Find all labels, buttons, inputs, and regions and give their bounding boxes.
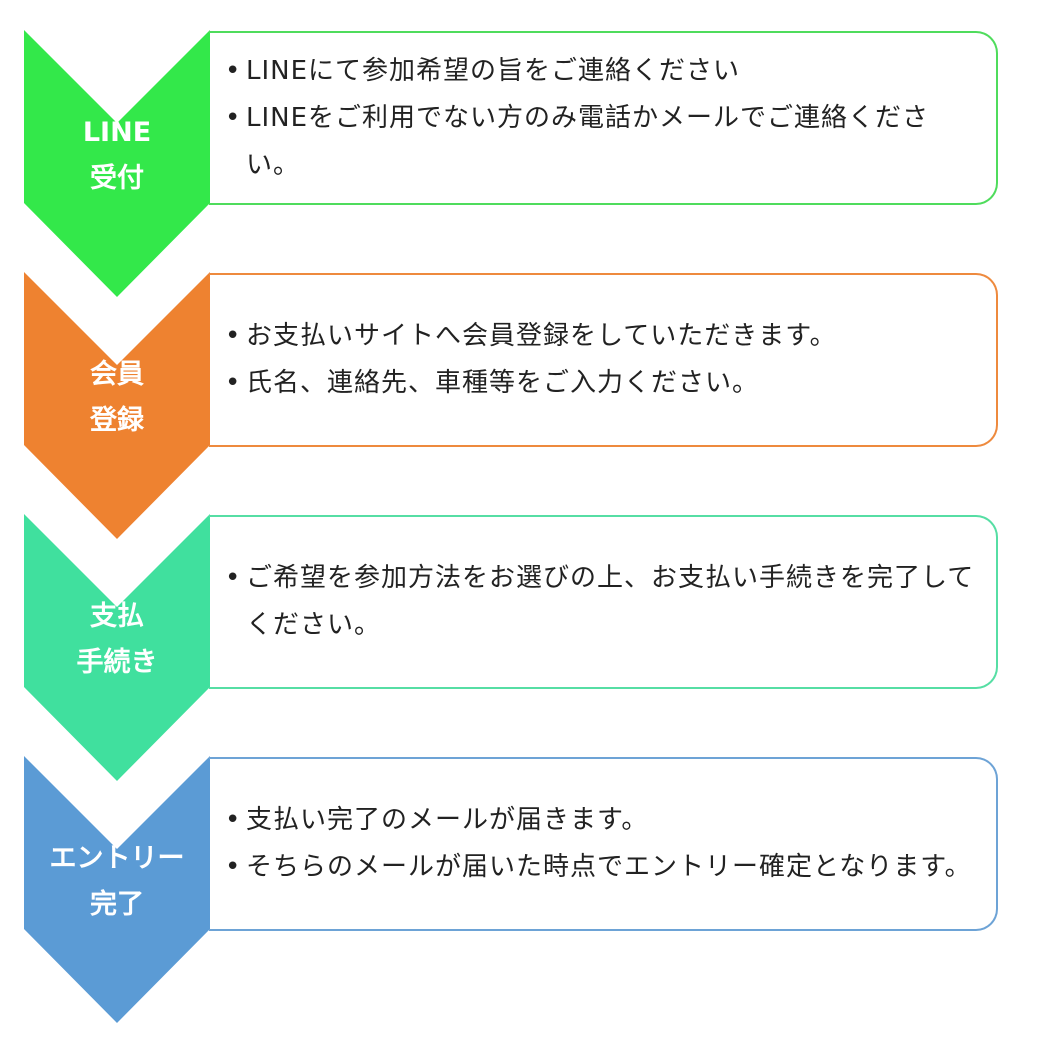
step-label: 会員登録 [24,342,210,454]
bullet-item: お支払いサイトへ会員登録をしていただきます。 [209,313,996,360]
chevron-arrow [24,30,210,297]
step-label-line: エントリー [49,843,185,874]
step-description-box: LINEにて参加希望の旨をご連絡くださいLINEをご利用でない方のみ電話かメール… [209,31,998,205]
step-label-line: LINE [82,117,152,148]
step-label-line: 会員 [90,359,144,390]
step-label: LINE 受付 [24,100,210,212]
bullet-item: LINEにて参加希望の旨をご連絡ください [209,48,996,95]
step-label-line: 手続き [76,647,158,678]
chevron-arrow [24,272,210,539]
step-label: 支払手続き [24,584,210,696]
step-label-line: 支払 [90,601,144,632]
bullet-item: ご希望を参加方法をお選びの上、お支払い手続きを完了してください。 [209,555,996,649]
bullet-item: 支払い完了のメールが届きます。 [209,797,996,844]
step-label-line: 受付 [90,163,144,194]
bullet-item: LINEをご利用でない方のみ電話かメールでご連絡ください。 [209,95,996,189]
step-label-line: 登録 [90,405,144,436]
step-description-box: 支払い完了のメールが届きます。そちらのメールが届いた時点でエントリー確定となりま… [209,757,998,931]
step-description-box: ご希望を参加方法をお選びの上、お支払い手続きを完了してください。 [209,515,998,689]
step-description-box: お支払いサイトへ会員登録をしていただきます。氏名、連絡先、車種等をご入力ください… [209,273,998,447]
step-2: 会員登録 お支払いサイトへ会員登録をしていただきます。氏名、連絡先、車種等をご入… [0,272,1040,542]
step-1: LINE 受付 LINEにて参加希望の旨をご連絡くださいLINEをご利用でない方の… [0,30,1040,300]
step-label-line: 完了 [90,889,144,920]
chevron-arrow [24,756,210,1023]
bullet-item: そちらのメールが届いた時点でエントリー確定となります。 [209,844,996,891]
bullet-item: 氏名、連絡先、車種等をご入力ください。 [209,360,996,407]
chevron-arrow [24,514,210,781]
step-label: エントリー完了 [24,826,210,938]
